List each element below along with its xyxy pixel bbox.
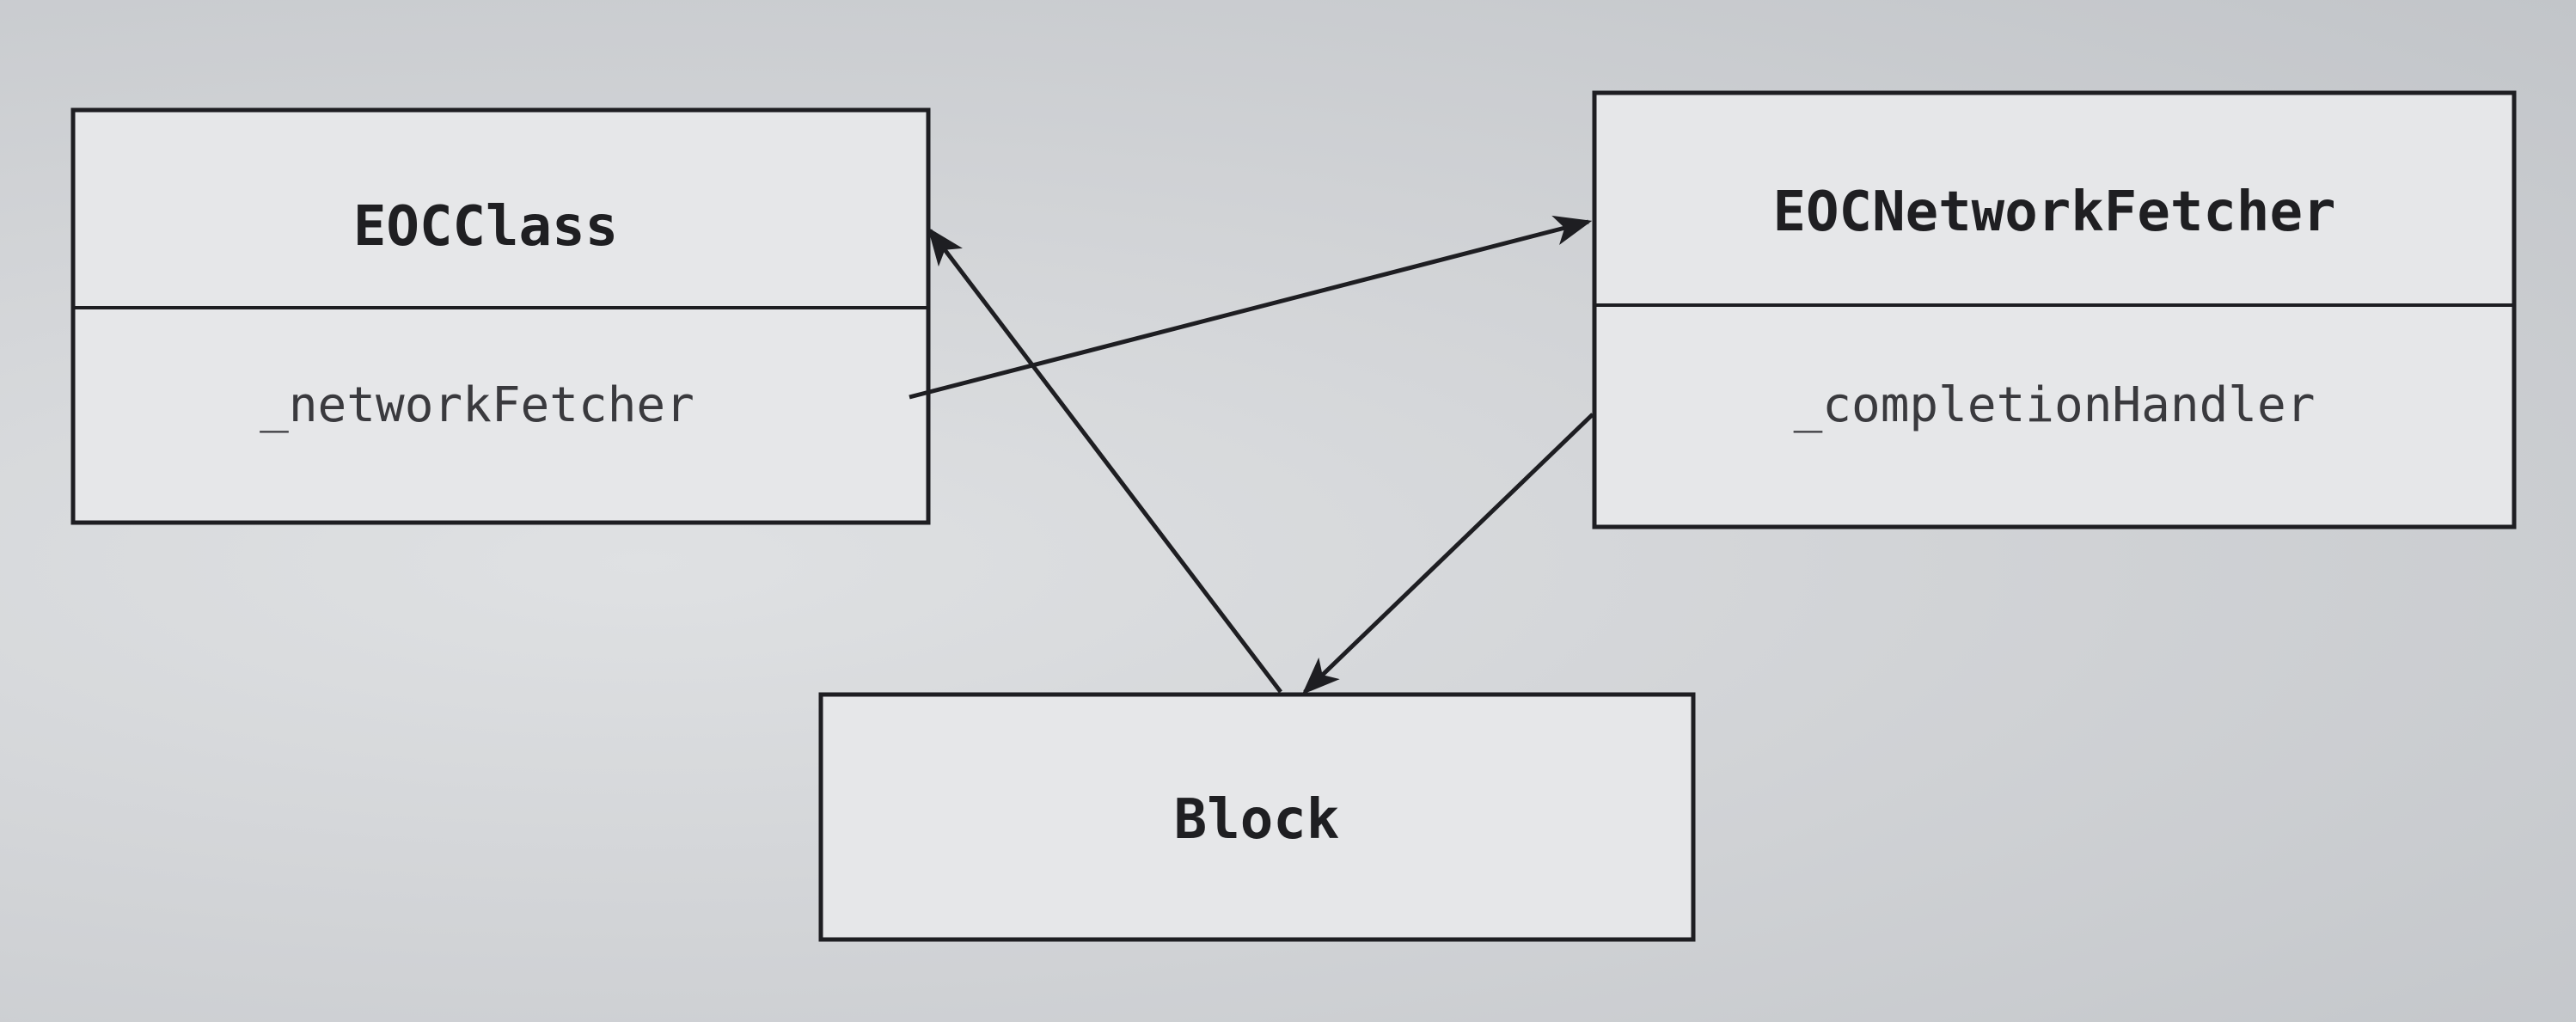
network-fetcher-attribute: _completionHandler bbox=[1794, 377, 2316, 433]
eoc-class-box[interactable]: EOCClass _networkFetcher bbox=[70, 107, 931, 525]
arrow-network-fetcher-reference bbox=[909, 215, 1593, 400]
network-fetcher-title: EOCNetworkFetcher bbox=[1772, 181, 2335, 244]
arrow-completion-handler-reference bbox=[1301, 413, 1594, 695]
network-fetcher-box-frame bbox=[1592, 90, 2517, 529]
network-fetcher-box[interactable]: EOCNetworkFetcher _completionHandler bbox=[1592, 90, 2517, 529]
eoc-class-title: EOCClass bbox=[353, 195, 618, 259]
block-box-frame bbox=[818, 692, 1696, 942]
block-box[interactable]: Block bbox=[818, 692, 1696, 942]
block-title: Block bbox=[1174, 788, 1340, 852]
eoc-class-box-frame bbox=[70, 107, 931, 525]
arrow-block-captures-class bbox=[927, 227, 1282, 694]
eoc-class-attribute: _networkFetcher bbox=[260, 377, 694, 433]
